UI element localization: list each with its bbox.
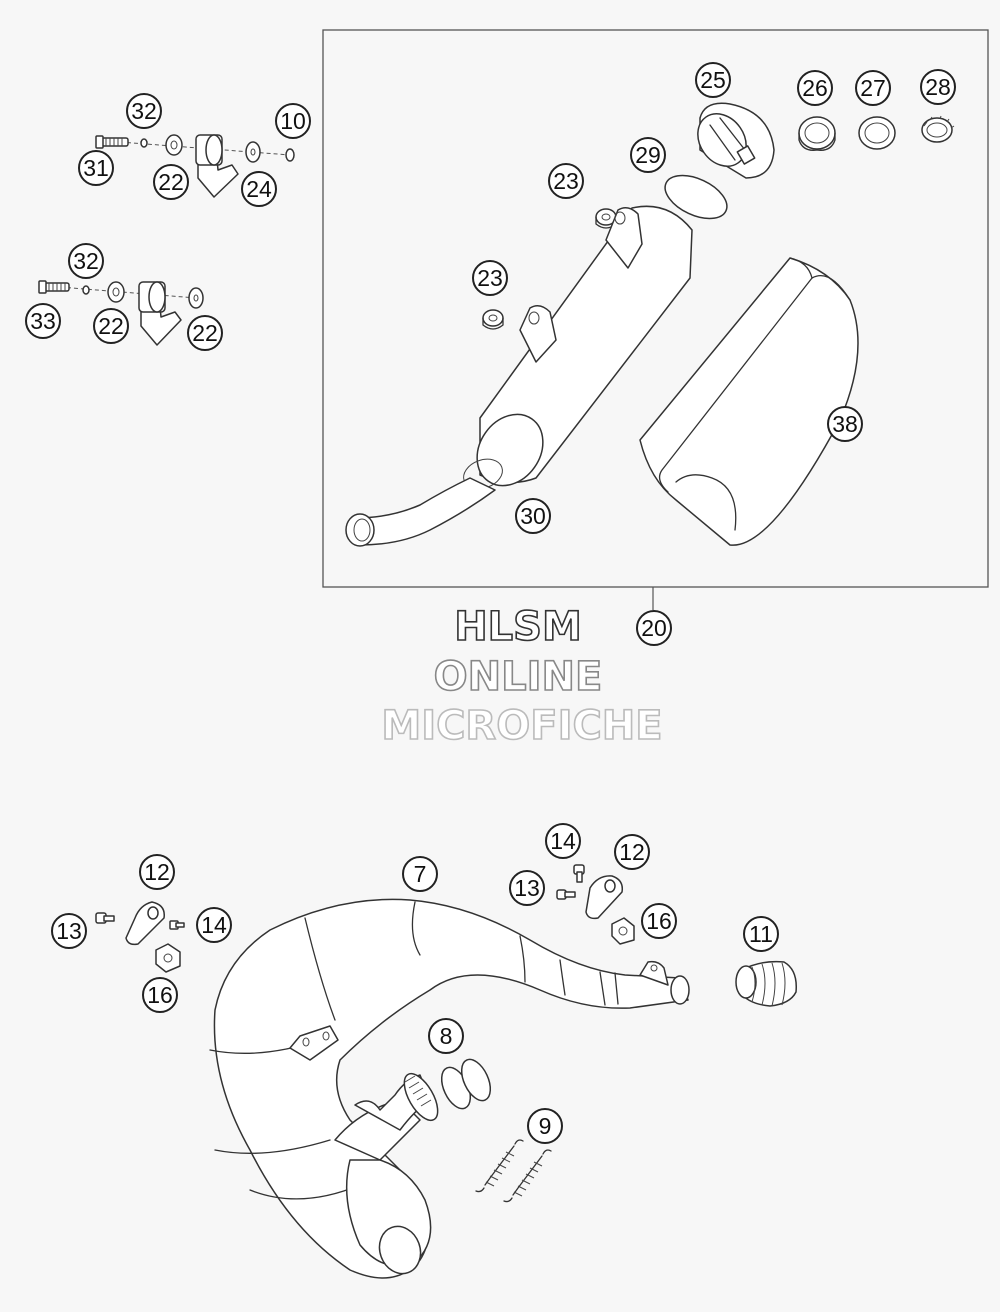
- callout-label: 22: [192, 320, 218, 346]
- callout-13: 13: [509, 870, 545, 906]
- callout-8: 8: [428, 1018, 464, 1054]
- callout-label: 14: [201, 912, 227, 938]
- callout-22: 22: [153, 164, 189, 200]
- callout-label: 29: [635, 142, 661, 168]
- mounting-bracket-lower: [38, 280, 204, 346]
- rings-set: [798, 115, 955, 151]
- callout-14: 14: [196, 907, 232, 943]
- callout-label: 32: [73, 248, 99, 274]
- callout-24: 24: [241, 171, 277, 207]
- callout-29: 29: [630, 137, 666, 173]
- watermark: HLSM ONLINE MICROFICHE: [381, 603, 664, 750]
- silencer-packing: [639, 257, 859, 546]
- callout-label: 14: [550, 828, 576, 854]
- callout-14: 14: [545, 823, 581, 859]
- exhaust-o-rings: [440, 1058, 492, 1110]
- callout-16: 16: [142, 977, 178, 1013]
- callout-25: 25: [695, 62, 731, 98]
- silencer-body: [345, 205, 693, 547]
- callout-32: 32: [126, 93, 162, 129]
- callout-31: 31: [78, 150, 114, 186]
- callout-32: 32: [68, 243, 104, 279]
- callout-28: 28: [920, 69, 956, 105]
- callout-label: 12: [144, 859, 170, 885]
- callout-label: 24: [246, 176, 272, 202]
- callout-27: 27: [855, 70, 891, 106]
- callout-20: 20: [636, 610, 672, 646]
- exhaust-header-pipe: [209, 898, 690, 1279]
- callout-9: 9: [527, 1108, 563, 1144]
- callout-label: 32: [131, 98, 157, 124]
- o-ring: [664, 174, 728, 220]
- callout-label: 25: [700, 67, 726, 93]
- watermark-line3: MICROFICHE: [381, 703, 662, 749]
- callout-11: 11: [743, 916, 779, 952]
- callout-label: 13: [56, 918, 82, 944]
- callout-16: 16: [641, 903, 677, 939]
- callout-label: 12: [619, 839, 645, 865]
- callout-label: 22: [158, 169, 184, 195]
- callout-23: 23: [472, 260, 508, 296]
- callout-label: 11: [749, 921, 773, 947]
- callout-23: 23: [548, 163, 584, 199]
- callout-label: 31: [83, 155, 109, 181]
- callout-label: 26: [802, 75, 828, 101]
- mounting-bracket-upper: [95, 134, 295, 198]
- callout-30: 30: [515, 498, 551, 534]
- callout-33: 33: [25, 303, 61, 339]
- callout-label: 13: [514, 875, 540, 901]
- callout-label: 10: [280, 108, 306, 134]
- callout-label: 22: [98, 313, 124, 339]
- exhaust-sleeve: [735, 960, 797, 1007]
- callout-7: 7: [402, 856, 438, 892]
- callout-22: 22: [93, 308, 129, 344]
- clamp-hardware-left: [95, 901, 185, 973]
- callout-22: 22: [187, 315, 223, 351]
- callout-26: 26: [797, 70, 833, 106]
- silencer-assembly-frame: [322, 29, 989, 610]
- callout-13: 13: [51, 913, 87, 949]
- watermark-line1: HLSM: [454, 604, 582, 650]
- callout-10: 10: [275, 103, 311, 139]
- callout-label: 23: [553, 168, 579, 194]
- callout-label: 33: [30, 308, 56, 334]
- exhaust-springs: [475, 1139, 552, 1203]
- watermark-line2: ONLINE: [434, 654, 603, 700]
- callout-label: 23: [477, 265, 503, 291]
- callout-label: 20: [641, 615, 667, 641]
- callout-12: 12: [139, 854, 175, 890]
- callout-label: 38: [832, 411, 858, 437]
- callout-label: 7: [414, 861, 427, 887]
- callout-12: 12: [614, 834, 650, 870]
- grommets: [482, 208, 617, 330]
- callout-label: 9: [539, 1113, 552, 1139]
- callout-label: 30: [520, 503, 546, 529]
- callout-38: 38: [827, 406, 863, 442]
- callout-label: 16: [147, 982, 173, 1008]
- callout-label: 16: [646, 908, 672, 934]
- silencer-end-cap: [697, 102, 775, 179]
- clamp-hardware-right: [556, 864, 635, 945]
- callout-label: 28: [925, 74, 951, 100]
- callout-label: 8: [440, 1023, 453, 1049]
- callout-label: 27: [860, 75, 886, 101]
